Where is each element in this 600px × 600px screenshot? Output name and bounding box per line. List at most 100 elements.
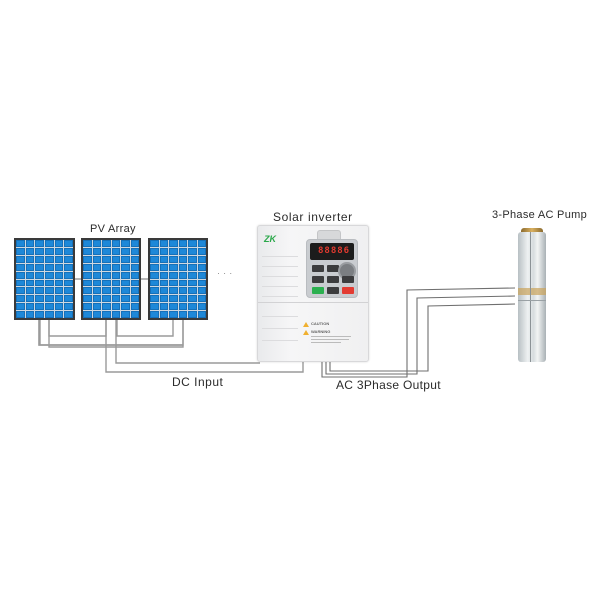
solar-cell <box>102 303 111 311</box>
solar-cell <box>169 279 178 287</box>
solar-cell <box>178 255 187 263</box>
brand-logo: ZK <box>264 234 276 244</box>
solar-cell <box>111 255 120 263</box>
solar-cell <box>83 287 92 295</box>
solar-cell <box>130 247 139 255</box>
solar-cell <box>92 279 101 287</box>
solar-cell <box>178 279 187 287</box>
solar-cell <box>130 303 139 311</box>
solar-cell <box>92 311 101 318</box>
solar-cell <box>197 263 206 271</box>
solar-cell <box>169 287 178 295</box>
up-key[interactable] <box>327 265 339 272</box>
solar-cell <box>25 240 35 247</box>
solar-cell <box>159 240 168 247</box>
pv-array-label: PV Array <box>90 223 136 235</box>
solar-cell <box>83 263 92 271</box>
solar-cell <box>102 287 111 295</box>
stop-key[interactable] <box>342 287 354 294</box>
solar-cell <box>64 311 73 318</box>
solar-cell <box>188 263 197 271</box>
solar-cell <box>178 263 187 271</box>
solar-cell <box>83 311 92 318</box>
solar-cell <box>35 271 44 279</box>
solar-cell <box>25 295 35 303</box>
solar-cell <box>35 303 44 311</box>
solar-cell <box>197 255 206 263</box>
solar-cell <box>102 295 111 303</box>
solar-cell <box>111 240 120 247</box>
solar-cell <box>102 263 111 271</box>
solar-cell <box>16 255 25 263</box>
solar-cell <box>150 287 159 295</box>
inverter-panel-split <box>258 302 368 303</box>
set-key[interactable] <box>312 276 324 283</box>
solar-cell <box>188 247 197 255</box>
pump-cap <box>521 228 543 233</box>
solar-cell <box>83 303 92 311</box>
solar-cell <box>197 295 206 303</box>
solar-cell <box>111 295 120 303</box>
solar-cell <box>83 240 92 247</box>
down-key[interactable] <box>327 276 339 283</box>
solar-cell <box>197 240 206 247</box>
solar-cell <box>111 287 120 295</box>
solar-cell <box>121 263 130 271</box>
solar-cell <box>111 303 120 311</box>
solar-cell <box>25 247 35 255</box>
solar-cell <box>197 279 206 287</box>
solar-cell <box>45 240 54 247</box>
solar-cell <box>197 271 206 279</box>
solar-cell <box>83 295 92 303</box>
solar-cell <box>169 303 178 311</box>
solar-cell <box>121 271 130 279</box>
solar-cell <box>188 271 197 279</box>
solar-cell <box>64 279 73 287</box>
solar-cell <box>64 263 73 271</box>
solar-cell <box>178 271 187 279</box>
solar-cell <box>54 271 64 279</box>
solar-cell <box>121 295 130 303</box>
solar-cell <box>197 247 206 255</box>
solar-cell <box>130 240 139 247</box>
solar-cell <box>150 240 159 247</box>
solar-cell <box>16 311 25 318</box>
solar-cell <box>25 287 35 295</box>
solar-cell <box>16 247 25 255</box>
solar-cell <box>35 295 44 303</box>
solar-cell <box>83 255 92 263</box>
solar-cell <box>45 303 54 311</box>
prg-key[interactable] <box>312 265 324 272</box>
solar-cell <box>169 263 178 271</box>
solar-cell <box>92 255 101 263</box>
solar-cell <box>54 303 64 311</box>
solar-cell <box>16 303 25 311</box>
solar-cell <box>92 247 101 255</box>
solar-cell <box>92 271 101 279</box>
solar-cell <box>64 287 73 295</box>
solar-cell <box>92 240 101 247</box>
solar-cell <box>169 311 178 318</box>
mf-key[interactable] <box>327 287 339 294</box>
solar-cell <box>159 303 168 311</box>
shift-key[interactable] <box>342 276 354 283</box>
pv-panel-1 <box>14 238 75 320</box>
caution-icon <box>303 322 309 327</box>
solar-cell <box>102 271 111 279</box>
solar-cell <box>169 295 178 303</box>
solar-cell <box>102 279 111 287</box>
solar-cell <box>169 247 178 255</box>
run-key[interactable] <box>312 287 324 294</box>
solar-cell <box>54 279 64 287</box>
solar-cell <box>64 247 73 255</box>
solar-cell <box>83 279 92 287</box>
solar-cell <box>54 255 64 263</box>
solar-cell <box>102 247 111 255</box>
solar-cell <box>111 271 120 279</box>
solar-inverter: ZK 88886 CAUTION WARNING <box>257 225 369 362</box>
solar-cell <box>178 311 187 318</box>
solar-cell <box>45 247 54 255</box>
solar-cell <box>83 271 92 279</box>
solar-inverter-label: Solar inverter <box>273 210 353 224</box>
